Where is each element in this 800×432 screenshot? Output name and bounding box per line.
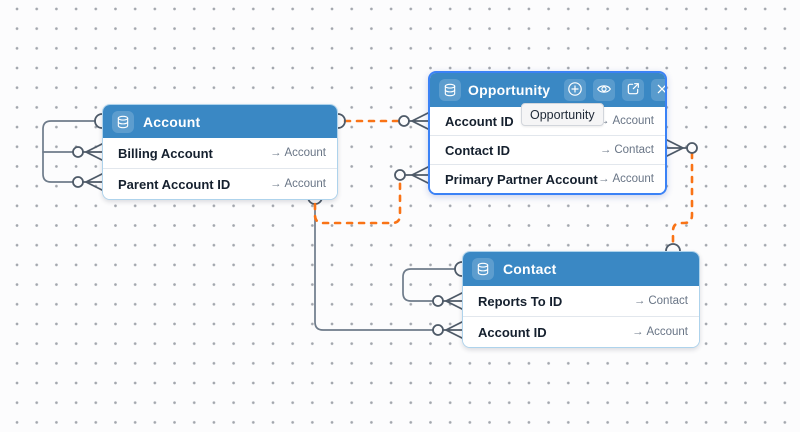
fk-target: →Account	[632, 326, 688, 338]
database-icon	[112, 110, 134, 133]
fk-target-table: Account	[284, 178, 326, 190]
crow-foot-many-marker	[398, 112, 429, 130]
fk-target-table: Account	[612, 115, 654, 127]
column-name: Reports To ID	[478, 293, 563, 309]
database-icon	[439, 79, 461, 101]
relationship-contact-account-id[interactable]	[307, 196, 463, 339]
fk-target: →Account	[270, 147, 326, 159]
arrow-right-icon: →	[631, 326, 644, 338]
arrow-right-icon: →	[269, 147, 282, 159]
table-contact[interactable]: Contact Reports To ID →Contact Account I…	[462, 251, 700, 348]
table-contact-header[interactable]: Contact	[463, 252, 699, 286]
column-name: Account ID	[445, 113, 514, 129]
column-row-parent-account-id[interactable]: Parent Account ID →Account	[103, 168, 337, 199]
column-row-reports-to-id[interactable]: Reports To ID →Contact	[463, 286, 699, 316]
column-row-billing-account[interactable]: Billing Account →Account	[103, 138, 337, 168]
arrow-right-icon: →	[597, 115, 610, 127]
relationship-opportunity-account-id[interactable]	[337, 112, 429, 130]
fk-target: →Account	[270, 178, 326, 190]
open-in-new-icon	[625, 81, 641, 100]
open-detail-button[interactable]	[622, 79, 645, 101]
fk-target: →Account	[598, 173, 654, 185]
relationship-account-self-references[interactable]	[42, 113, 103, 191]
table-title: Account	[143, 113, 201, 130]
circle-plus-icon	[567, 81, 583, 100]
crow-foot-many-marker	[394, 166, 429, 184]
tooltip: Opportunity	[521, 103, 604, 126]
table-title: Opportunity	[468, 82, 551, 98]
table-opportunity[interactable]: Opportunity Account ID →Account Contact …	[428, 71, 667, 195]
table-account[interactable]: Account Billing Account →Account Parent …	[102, 104, 338, 200]
one-marker	[337, 113, 346, 129]
eye-icon	[596, 81, 612, 100]
arrow-right-icon: →	[269, 178, 282, 190]
crow-foot-many-marker	[72, 173, 103, 191]
add-column-button[interactable]	[564, 79, 587, 101]
fk-target: →Contact	[600, 144, 654, 156]
column-row-account-id[interactable]: Account ID →Account	[463, 316, 699, 347]
fk-target: →Contact	[634, 295, 688, 307]
table-title: Contact	[503, 261, 557, 277]
column-row-primary-partner-account[interactable]: Primary Partner Account →Account	[430, 164, 665, 193]
fk-target-table: Account	[284, 147, 326, 159]
crow-foot-many-marker	[432, 321, 463, 339]
fk-target-table: Contact	[614, 144, 654, 156]
relationship-contact-reports-to-id[interactable]	[402, 261, 463, 310]
column-row-contact-id[interactable]: Contact ID →Contact	[430, 135, 665, 164]
table-account-header[interactable]: Account	[103, 105, 337, 138]
crow-foot-many-marker	[72, 143, 103, 161]
relationship-opportunity-contact-id[interactable]	[665, 139, 698, 252]
arrow-right-icon: →	[633, 295, 646, 307]
column-name: Parent Account ID	[118, 176, 231, 192]
one-marker	[665, 243, 681, 252]
crow-foot-many-marker	[666, 139, 698, 157]
one-marker	[94, 113, 103, 129]
close-icon	[654, 81, 665, 100]
fk-target-table: Account	[646, 326, 688, 338]
fk-target-table: Contact	[648, 295, 688, 307]
column-name: Account ID	[478, 324, 547, 340]
visibility-button[interactable]	[593, 79, 616, 101]
fk-target: →Account	[598, 115, 654, 127]
arrow-right-icon: →	[599, 144, 612, 156]
column-name: Primary Partner Account	[445, 171, 598, 187]
database-icon	[472, 258, 494, 280]
column-name: Billing Account	[118, 145, 213, 161]
table-opportunity-header[interactable]: Opportunity	[430, 73, 665, 107]
arrow-right-icon: →	[597, 173, 610, 185]
crow-foot-many-marker	[432, 292, 463, 310]
column-name: Contact ID	[445, 142, 510, 158]
one-marker	[454, 261, 463, 277]
relationship-opportunity-primary-partner-account[interactable]	[313, 166, 429, 225]
fk-target-table: Account	[612, 173, 654, 185]
close-button[interactable]	[651, 79, 665, 101]
